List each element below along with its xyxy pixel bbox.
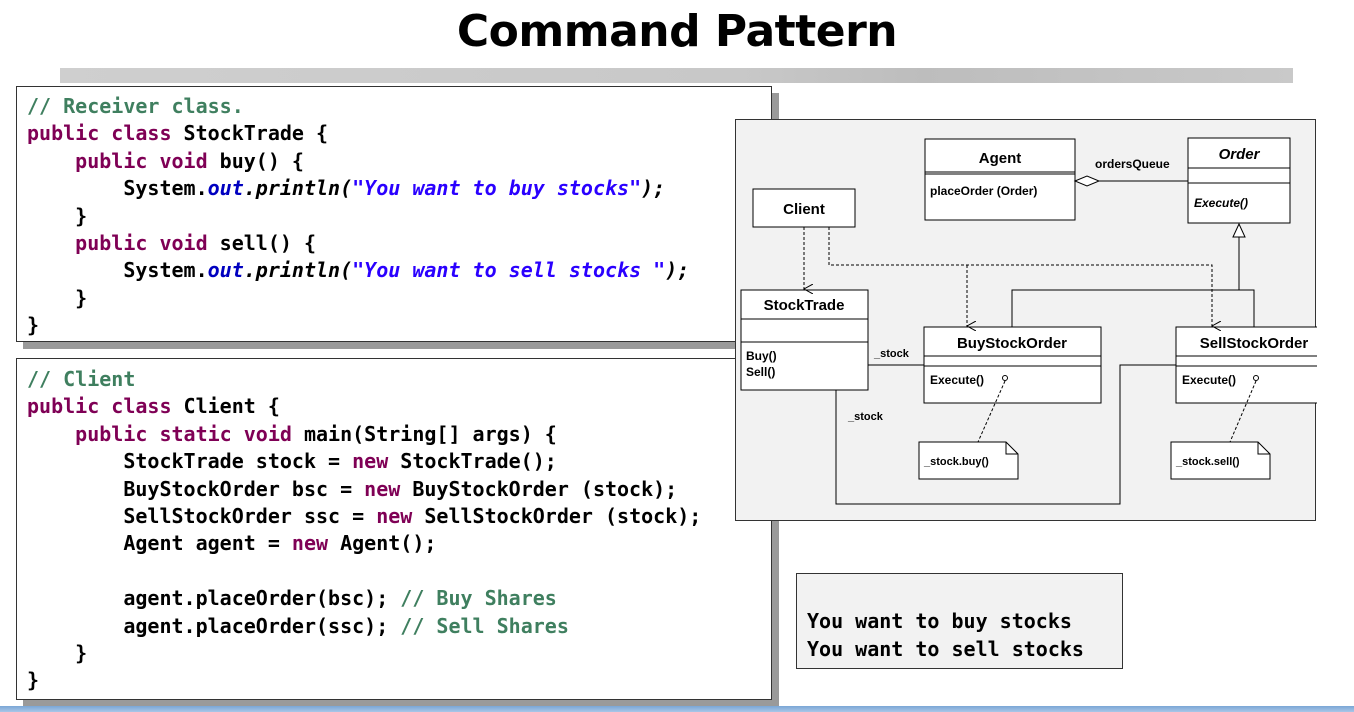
- code-comment: // Receiver class.: [27, 94, 244, 118]
- generalization-arrow: [1011, 222, 1255, 327]
- code-text: agent.placeOrder(ssc);: [123, 613, 401, 638]
- order-operation: Execute(): [1194, 196, 1248, 210]
- sellstockorder-operation: Execute(): [1182, 373, 1236, 387]
- code-text: );: [665, 258, 690, 283]
- stocktrade-operation-buy: Buy(): [746, 349, 777, 363]
- code-keyword: new: [352, 449, 389, 474]
- note-sell: _stock.sell(): [1170, 375, 1271, 480]
- uml-class-order: Order Execute(): [1187, 137, 1291, 224]
- console-output-panel: You want to buy stocks You want to sell …: [796, 573, 1123, 669]
- bottom-accent-bar: [0, 706, 1354, 712]
- stocktrade-operation-sell: Sell(): [746, 365, 775, 379]
- code-text: );: [641, 176, 666, 201]
- code-text: buy() {: [219, 148, 304, 173]
- uml-class-agent: Agent placeOrder (Order): [924, 138, 1076, 221]
- client-class-name: Client: [783, 201, 825, 218]
- code-keyword: new: [376, 504, 413, 529]
- code-keyword: public class: [27, 121, 172, 146]
- association-buy-stock: _stock: [868, 348, 924, 366]
- code-text: StockTrade stock =: [123, 449, 353, 474]
- code-keyword: public void: [75, 148, 208, 173]
- orders-queue-label: ordersQueue: [1095, 157, 1170, 171]
- code-keyword: public static void: [75, 421, 292, 446]
- uml-class-stocktrade: StockTrade Buy() Sell(): [740, 289, 869, 391]
- note-buy-text: _stock.buy(): [923, 456, 989, 468]
- association-sell-stock: _stock: [835, 364, 1176, 505]
- code-text: Agent agent =: [123, 531, 292, 556]
- title-underline-bar: [60, 68, 1293, 83]
- code-text: StockTrade();: [388, 449, 557, 474]
- stocktrade-class-name: StockTrade: [764, 297, 845, 314]
- receiver-code-panel: // Receiver class. public class StockTra…: [16, 86, 772, 342]
- stock-label-buy: _stock: [873, 348, 910, 360]
- uml-class-diagram: Agent placeOrder (Order) Order Execute()…: [735, 119, 1317, 521]
- client-code: // Client public class Client { public s…: [27, 366, 771, 695]
- agent-operation: placeOrder (Order): [930, 184, 1037, 198]
- code-string: "You want to sell stocks ": [352, 258, 666, 283]
- stock-label-sell: _stock: [847, 411, 884, 423]
- code-text: Agent();: [328, 531, 437, 556]
- code-text: }: [27, 668, 40, 693]
- code-text: }: [75, 641, 88, 666]
- code-keyword: public void: [75, 231, 208, 256]
- code-text: }: [75, 285, 88, 310]
- code-text: StockTrade {: [183, 121, 329, 146]
- code-text: BuyStockOrder bsc =: [123, 476, 365, 501]
- code-method: .println(: [243, 176, 353, 201]
- code-keyword: public class: [27, 394, 172, 419]
- code-text: System.: [123, 258, 208, 283]
- code-text: main(String[] args) {: [303, 421, 557, 446]
- order-class-name: Order: [1219, 146, 1261, 163]
- buystockorder-operation: Execute(): [930, 373, 984, 387]
- code-text: }: [75, 203, 88, 228]
- code-text: agent.placeOrder(bsc);: [123, 586, 401, 611]
- receiver-code: // Receiver class. public class StockTra…: [27, 93, 771, 340]
- code-keyword: new: [364, 476, 401, 501]
- console-output-line: You want to sell stocks: [807, 637, 1084, 661]
- code-text: SellStockOrder (stock);: [412, 504, 702, 529]
- uml-canvas: Agent placeOrder (Order) Order Execute()…: [740, 137, 1317, 505]
- sellstockorder-class-name: SellStockOrder: [1200, 335, 1309, 352]
- code-text: BuyStockOrder (stock);: [400, 476, 678, 501]
- code-string: "You want to buy stocks": [352, 176, 642, 201]
- code-field: out: [207, 176, 244, 201]
- uml-class-sellstockorder: SellStockOrder Execute(): [1175, 326, 1317, 404]
- code-keyword: new: [291, 531, 329, 556]
- slide-title: Command Pattern: [456, 6, 898, 57]
- code-text: sell() {: [219, 231, 316, 256]
- code-text: Client {: [183, 394, 280, 419]
- console-output-line: You want to buy stocks: [807, 609, 1072, 633]
- buystockorder-class-name: BuyStockOrder: [957, 335, 1067, 352]
- client-code-panel: // Client public class Client { public s…: [16, 358, 772, 700]
- uml-class-client: Client: [752, 188, 856, 228]
- note-buy: _stock.buy(): [918, 375, 1019, 480]
- agent-class-name: Agent: [979, 150, 1022, 167]
- note-sell-text: _stock.sell(): [1175, 456, 1240, 468]
- code-comment: // Client: [27, 367, 136, 391]
- code-text: SellStockOrder ssc =: [123, 504, 377, 529]
- code-comment: // Buy Shares: [400, 586, 557, 611]
- code-text: System.: [123, 176, 208, 201]
- dependency-client-orders: [828, 227, 1212, 326]
- code-method: .println(: [243, 258, 353, 283]
- aggregation-orders-queue: ordersQueue: [1073, 157, 1188, 187]
- uml-class-buystockorder: BuyStockOrder Execute(): [923, 326, 1102, 404]
- code-text: }: [27, 313, 40, 338]
- code-comment: // Sell Shares: [400, 613, 569, 638]
- code-field: out: [207, 258, 244, 283]
